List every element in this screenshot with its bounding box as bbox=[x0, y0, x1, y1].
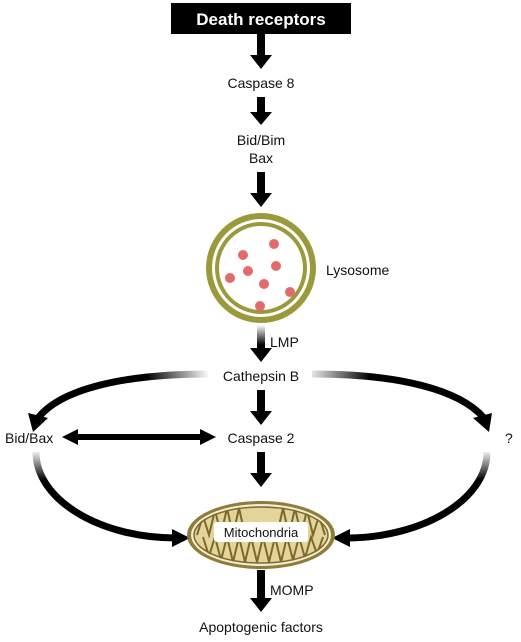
down-arrow-icon bbox=[250, 452, 272, 487]
down-arrow-icon bbox=[250, 570, 272, 612]
bid-bax-label: Bid/Bax bbox=[5, 430, 53, 446]
curved-arrow-icon bbox=[32, 451, 190, 547]
death-receptors-box bbox=[171, 3, 351, 34]
lmp-label: LMP bbox=[270, 334, 299, 350]
caspase8-label: Caspase 8 bbox=[228, 75, 295, 91]
lysosome-label: Lysosome bbox=[326, 262, 390, 278]
death-receptors-label: Death receptors bbox=[196, 10, 325, 29]
bax-label: Bax bbox=[249, 150, 273, 166]
down-arrow-icon bbox=[250, 34, 272, 69]
mitochondria-icon bbox=[187, 501, 335, 569]
down-arrow-icon bbox=[250, 318, 272, 362]
lysosome-icon bbox=[206, 213, 316, 323]
caspase2-label: Caspase 2 bbox=[228, 430, 295, 446]
lysosome-particles bbox=[225, 239, 295, 311]
apoptogenic-factors-label: Apoptogenic factors bbox=[199, 619, 323, 635]
down-arrow-icon bbox=[250, 172, 272, 207]
down-arrow-icon bbox=[250, 390, 272, 425]
bid-bim-label: Bid/Bim bbox=[237, 132, 285, 148]
curved-arrow-icon bbox=[311, 370, 492, 432]
mitochondria-label: Mitochondria bbox=[224, 525, 299, 540]
momp-label: MOMP bbox=[270, 582, 314, 598]
down-arrow-icon bbox=[250, 97, 272, 125]
double-arrow-icon bbox=[62, 429, 216, 445]
cathepsin-b-label: Cathepsin B bbox=[223, 368, 299, 384]
curved-arrow-icon bbox=[28, 370, 211, 432]
unknown-label: ? bbox=[505, 430, 513, 446]
curved-arrow-icon bbox=[332, 451, 491, 547]
